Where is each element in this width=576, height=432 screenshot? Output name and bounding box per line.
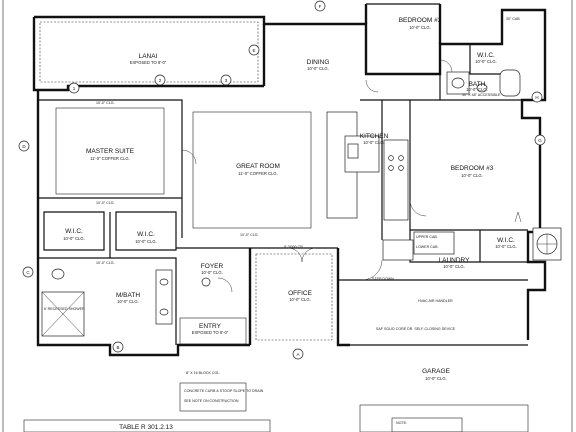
room-bedroom3-note: 10'-0" CLG. (461, 173, 483, 178)
room-office: OFFICE (288, 290, 312, 297)
room-lanai-note: EXPOSED TO 8'-0" (130, 60, 167, 65)
room-wic-right-note: 10'-0" CLG. (135, 239, 157, 244)
note-box: NOTE: (396, 421, 407, 425)
room-bath-note: 10'-0" CLG. (466, 87, 488, 92)
svg-text:G: G (538, 138, 542, 143)
marker-c: C (22, 266, 34, 278)
room-master-suite-note: 11'-0" COFFER CLG. (90, 156, 130, 161)
room-wic-left-note: 10'-0" CLG. (63, 236, 85, 241)
svg-text:3: 3 (225, 78, 228, 83)
room-laundry-note: 10'-0" CLG. (443, 264, 465, 269)
room-kitchen-note: 10'-0" CLG. (363, 140, 385, 145)
room-foyer-note: 10'-0" CLG. (201, 270, 223, 275)
room-wic-top: W.I.C. (477, 52, 495, 59)
room-dining: DINING (307, 59, 330, 66)
room-wic-top-note: 10'-0" CLG. (475, 59, 497, 64)
room-wic-br3: W.I.C. (497, 237, 515, 244)
marker-3: 3 (220, 74, 232, 86)
room-lanai: LANAI (139, 53, 158, 60)
note-step-down: STEP DOWN (372, 277, 394, 281)
note-ceiling-a: 10'-0" CLG. (96, 101, 115, 105)
marker-g: G (534, 134, 546, 146)
room-bedroom2-note: 10'-0" CLG. (409, 25, 431, 30)
note-elev: CONCRETE CURB & STOOP SLOPE TO DRAIN (184, 389, 264, 393)
room-foyer: FOYER (201, 263, 224, 270)
room-master-suite: MASTER SUITE (86, 148, 135, 155)
room-wic-left: W.I.C. (65, 228, 83, 235)
room-wic-right: W.I.C. (137, 231, 155, 238)
svg-text:A: A (296, 352, 299, 357)
svg-text:H: H (535, 95, 538, 100)
svg-text:D: D (22, 144, 26, 149)
svg-text:2: 2 (159, 78, 162, 83)
marker-a: A (292, 348, 304, 360)
note-lower-cab: LOWER CAB. (416, 245, 439, 249)
room-entry: ENTRY (199, 323, 222, 330)
marker-b: B (112, 341, 124, 353)
room-mbath-note: 10'-0" CLG. (117, 299, 139, 304)
room-mbath: M/BATH (116, 292, 140, 299)
room-laundry: LAUNDRY (439, 257, 471, 264)
svg-text:1: 1 (73, 86, 76, 91)
marker-1: 1 (68, 82, 80, 94)
marker-f: F (314, 0, 326, 12)
room-bedroom3: BEDROOM #3 (451, 165, 494, 172)
svg-text:F: F (319, 4, 322, 9)
marker-h: H (531, 91, 543, 103)
note-ceiling-c: 10'-0" CLG. (240, 233, 259, 237)
room-bath: BATH (469, 81, 486, 88)
note-ceiling-d: 10'-0" CLG. (96, 261, 115, 265)
svg-text:E: E (252, 48, 255, 53)
bath-sub-note: 30" X 48" ACCESSIBLE (462, 93, 501, 97)
room-wic-br3-note: 10'-0" CLG. (495, 244, 517, 249)
note-top-right: 30" CAB (506, 17, 520, 21)
note-shower: 6' RECESSED SHOWER (44, 307, 85, 311)
marker-d: D (18, 140, 30, 152)
note-block-2: SEE NOTE ON CONSTRUCTION (184, 399, 239, 403)
room-kitchen: KITCHEN (360, 133, 389, 140)
svg-text:C: C (26, 270, 30, 275)
note-hvac: HVAC AIR HANDLER (418, 299, 453, 303)
room-dining-note: 10'-0" CLG. (307, 66, 329, 71)
note-ceiling-b: 10'-0" CLG. (96, 201, 115, 205)
room-garage-note: 10'-0" CLG. (425, 376, 447, 381)
marker-e: E (248, 44, 260, 56)
room-entry-note: EXPOSED TO 8'-0" (192, 330, 229, 335)
table-title: TABLE R 301.2.13 (119, 424, 173, 431)
note-door: SAF SOLID CORE DR. SELF-CLOSING DEVICE (376, 327, 456, 331)
room-garage: GARAGE (422, 368, 450, 375)
room-office-note: 10'-0" CLG. (289, 297, 311, 302)
room-bedroom2: BEDROOM #2 (399, 17, 442, 24)
svg-text:B: B (116, 345, 119, 350)
note-block: 8" X 16 BLOCK COL. (186, 371, 220, 375)
note-upper-cab: UPPER CAB. (416, 235, 438, 239)
marker-2: 2 (154, 74, 166, 86)
note-arch: 8' 3/000 CR. (284, 245, 304, 249)
room-great-room-note: 11'-0" COFFER CLG. (238, 171, 278, 176)
room-great-room: GREAT ROOM (236, 163, 280, 170)
